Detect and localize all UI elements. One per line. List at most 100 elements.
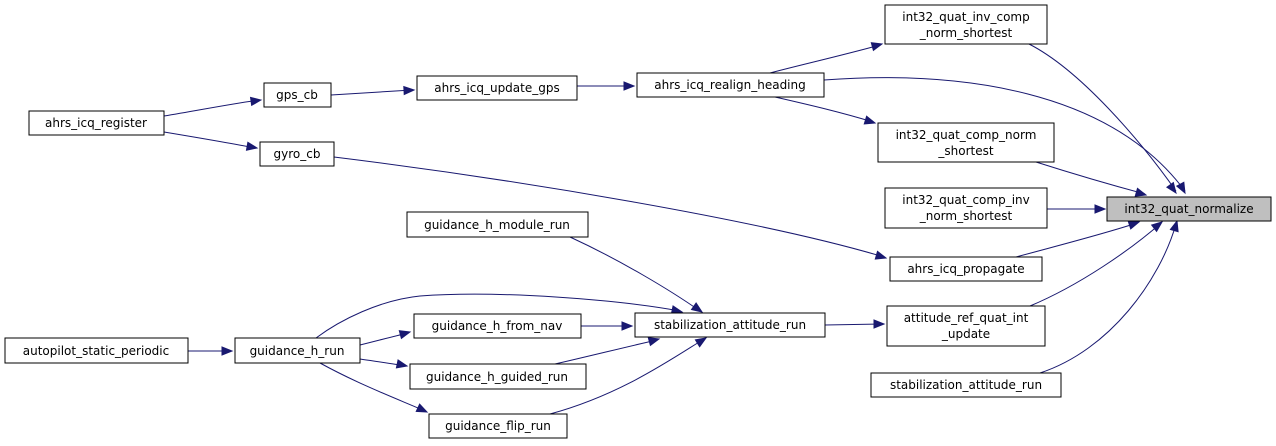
node-guidance-h-module-run[interactable]: guidance_h_module_run [406, 211, 589, 238]
arrowhead-icon [221, 346, 234, 356]
edge-gyro-cb-to-propagate [333, 156, 888, 260]
node-autopilot-static-periodic[interactable]: autopilot_static_periodic [4, 337, 189, 364]
node-guidance-h-from-nav[interactable]: guidance_h_from_nav [413, 313, 582, 339]
edge-register-to-gps-cb [163, 96, 263, 117]
node-ahrs-icq-propagate[interactable]: ahrs_icq_propagate [889, 256, 1043, 282]
arrowhead-icon [1134, 187, 1148, 197]
arrowhead-icon [1094, 204, 1107, 214]
node-int32-quat-inv-comp-norm-shortest[interactable]: int32_quat_inv_comp _norm_shortest [884, 4, 1048, 45]
arrowhead-icon [415, 403, 429, 413]
node-label: autopilot_static_periodic [23, 344, 169, 358]
edge-gh-from-nav-to-stab-mid [581, 321, 634, 331]
edge-comp-norm-to-normalize [1035, 161, 1148, 197]
edge-gh-guided-to-stab-mid [554, 337, 661, 365]
node-guidance-flip-run[interactable]: guidance_flip_run [428, 413, 568, 439]
arrowhead-icon [1150, 221, 1164, 233]
node-label-line-2: _norm_shortest [919, 209, 1013, 223]
node-label: gyro_cb [274, 147, 321, 161]
node-label: ahrs_icq_realign_heading [654, 78, 806, 92]
edge-register-to-gyro-cb [163, 131, 259, 151]
node-label: stabilization_attitude_run [890, 378, 1042, 392]
arrowhead-icon [873, 319, 886, 329]
arrowhead-icon [621, 321, 634, 331]
edge-line [319, 362, 426, 412]
edge-line [163, 131, 256, 149]
node-label-line-1: int32_quat_comp_inv [902, 193, 1029, 207]
edge-line [569, 236, 701, 312]
arrowhead-icon [245, 141, 259, 151]
node-ahrs-icq-update-gps[interactable]: ahrs_icq_update_gps [416, 75, 578, 101]
edge-line [549, 338, 705, 415]
node-label-line-2: _update [941, 327, 990, 341]
arrowhead-icon [647, 337, 661, 347]
node-ahrs-icq-realign-heading[interactable]: ahrs_icq_realign_heading [636, 72, 825, 98]
edge-inv-comp-to-normalize [1028, 43, 1177, 195]
node-stabilization-attitude-run-right[interactable]: stabilization_attitude_run [870, 372, 1062, 398]
arrowhead-icon [1165, 181, 1177, 195]
node-guidance-h-run[interactable]: guidance_h_run [234, 337, 361, 364]
node-label: int32_quat_normalize [1124, 202, 1253, 216]
node-guidance-h-guided-run[interactable]: guidance_h_guided_run [409, 363, 587, 390]
node-label: gps_cb [276, 88, 318, 102]
node-label: guidance_h_guided_run [426, 370, 568, 384]
node-gyro-cb[interactable]: gyro_cb [259, 141, 335, 167]
edge-update-gps-to-realign [577, 81, 636, 91]
arrowhead-icon [1127, 220, 1141, 230]
arrowhead-icon [863, 115, 877, 125]
arrowhead-icon [1175, 181, 1186, 195]
node-label: ahrs_icq_update_gps [434, 81, 559, 95]
arrowhead-icon [249, 96, 263, 107]
arrowhead-icon [1169, 219, 1179, 233]
arrowhead-icon [870, 42, 884, 52]
edge-line [333, 156, 885, 258]
node-label: guidance_h_module_run [424, 218, 570, 232]
edge-stab-right-to-normalize [1039, 219, 1179, 374]
edge-line [824, 323, 883, 326]
edge-line [1028, 43, 1177, 192]
arrowhead-icon [690, 302, 704, 313]
edge-line [823, 77, 1186, 192]
edge-gh-run-to-gh-from-nav [359, 330, 412, 346]
edge-comp-inv-to-normalize [1047, 204, 1107, 214]
edge-line [769, 44, 881, 74]
edge-att-ref-to-normalize [1029, 221, 1164, 307]
edge-propagate-to-normalize [1015, 220, 1141, 258]
node-attitude-ref-quat-int-update[interactable]: attitude_ref_quat_int _update [886, 305, 1046, 347]
edge-stab-mid-to-att-ref [824, 319, 886, 329]
node-label-line-2: _shortest [937, 144, 993, 158]
edge-line [774, 96, 874, 123]
node-label-line-2: _norm_shortest [919, 26, 1013, 40]
edge-gps-cb-to-update-gps [330, 85, 416, 96]
edge-line [163, 99, 260, 117]
node-label: guidance_flip_run [445, 419, 551, 433]
node-int32-quat-comp-norm-shortest[interactable]: int32_quat_comp_norm _shortest [877, 122, 1055, 163]
edge-realign-to-inv-comp [769, 42, 884, 74]
arrowhead-icon [623, 81, 636, 91]
node-stabilization-attitude-run-middle[interactable]: stabilization_attitude_run [634, 312, 826, 338]
edge-line [1039, 223, 1177, 374]
edge-gh-module-to-stab-mid [569, 236, 704, 313]
node-int32-quat-normalize[interactable]: int32_quat_normalize [1106, 196, 1272, 222]
node-int32-quat-comp-inv-norm-shortest[interactable]: int32_quat_comp_inv _norm_shortest [884, 187, 1048, 229]
nodes: int32_quat_normalize int32_quat_inv_comp… [4, 4, 1272, 439]
node-gps-cb[interactable]: gps_cb [263, 82, 332, 108]
edge-line [1015, 222, 1138, 258]
arrowhead-icon [874, 250, 888, 260]
node-label: ahrs_icq_register [45, 116, 147, 130]
node-label: stabilization_attitude_run [654, 318, 806, 332]
arrowhead-icon [694, 337, 708, 348]
edge-autopilot-to-gh-run [188, 346, 234, 356]
node-label: guidance_h_run [250, 344, 345, 358]
node-label-line-1: int32_quat_comp_norm [896, 128, 1037, 142]
arrowhead-icon [398, 330, 412, 340]
edge-line [1029, 223, 1161, 307]
edge-line [315, 293, 681, 339]
arrowhead-icon [395, 359, 409, 369]
node-label-line-1: attitude_ref_quat_int [904, 311, 1029, 325]
edge-line [330, 89, 413, 96]
node-label: guidance_h_from_nav [432, 319, 563, 333]
node-ahrs-icq-register[interactable]: ahrs_icq_register [28, 110, 165, 136]
edges [163, 42, 1186, 415]
edge-gh-run-to-gh-guided [359, 358, 409, 369]
